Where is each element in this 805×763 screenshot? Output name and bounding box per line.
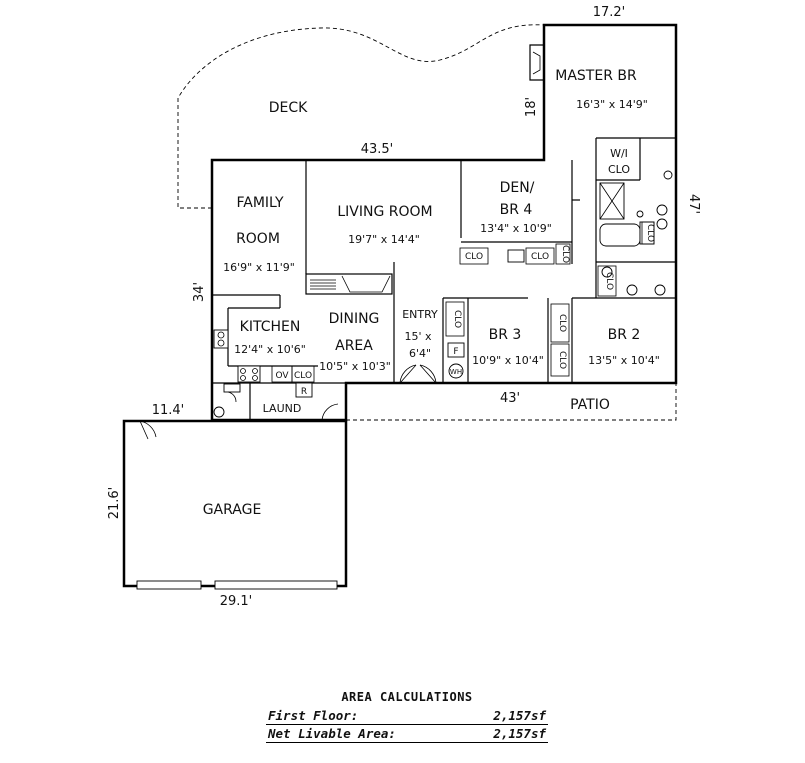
furnace-label: F: [453, 347, 458, 357]
room-size-den: 13'4" x 10'9": [480, 222, 552, 235]
kitchen-fixtures: [213, 329, 315, 398]
area-calculations: AREA CALCULATIONS First Floor: 2,157sf N…: [266, 690, 548, 743]
dimension-17-2: 17.2': [593, 5, 626, 20]
room-label-entry: ENTRY: [402, 308, 438, 321]
dimension-21-6: 21.6': [107, 487, 122, 520]
garage-door-right: [214, 580, 338, 590]
closet-boxes: [445, 221, 655, 377]
room-label-br3: BR 3: [489, 327, 522, 343]
room-label-patio: PATIO: [570, 397, 610, 413]
closet-label-den-3: CLO: [560, 245, 570, 263]
master-bath-fixtures: [599, 170, 673, 296]
area-row-value: 2,157sf: [493, 708, 546, 723]
deck-outline: [177, 24, 545, 209]
dimension-43-5: 43.5': [361, 142, 394, 157]
entry-doors: [399, 363, 464, 384]
room-label-br2: BR 2: [608, 327, 641, 343]
room-size-entry-2: 6'4": [409, 347, 431, 360]
dimension-43: 43': [500, 391, 520, 406]
wic-label-2: CLO: [608, 163, 630, 176]
room-size-master: 16'3" x 14'9": [576, 98, 648, 111]
room-label-family-1: FAMILY: [236, 195, 283, 211]
room-size-kitchen: 12'4" x 10'6": [234, 343, 306, 356]
dimension-47: 47': [686, 194, 701, 214]
dimension-29-1: 29.1': [220, 594, 253, 609]
closet-label-bath: CLO: [604, 272, 614, 290]
area-row-label: Net Livable Area:: [268, 726, 396, 741]
room-size-living: 19'7" x 14'4": [348, 233, 420, 246]
interior-walls: [212, 137, 676, 420]
room-label-master: MASTER BR: [555, 68, 637, 84]
room-label-kitchen: KITCHEN: [240, 319, 301, 335]
area-calculations-title: AREA CALCULATIONS: [341, 690, 473, 704]
room-label-den-1: DEN/: [500, 180, 535, 196]
garage-wall: [122, 419, 348, 588]
fireplace-master: [529, 44, 545, 81]
closet-label-kitchen: CLO: [294, 371, 312, 381]
dimension-18: 18': [524, 97, 539, 117]
closet-label-den-2: CLO: [531, 252, 549, 262]
closet-label-entry: CLO: [452, 310, 462, 328]
room-size-br3: 10'9" x 10'4": [472, 354, 544, 367]
closet-label-br2: CLO: [557, 351, 567, 369]
garage-door-swing: [139, 420, 157, 440]
room-label-den-2: BR 4: [500, 202, 533, 218]
dimension-34: 34': [192, 282, 207, 302]
closet-label-linen: CLO: [645, 224, 655, 242]
area-row-net-livable: Net Livable Area: 2,157sf: [266, 725, 548, 743]
room-label-dining-2: AREA: [335, 338, 373, 354]
room-label-living: LIVING ROOM: [337, 204, 432, 220]
room-size-entry-1: 15' x: [404, 330, 432, 343]
patio-outline: [346, 383, 677, 421]
laundry-fixtures: [213, 383, 339, 421]
water-heater-label: WH: [450, 368, 462, 376]
closet-label-br3: CLO: [557, 314, 567, 332]
room-size-br2: 13'5" x 10'4": [588, 354, 660, 367]
room-label-family-2: ROOM: [236, 231, 280, 247]
room-size-dining: 10'5" x 10'3": [319, 360, 391, 373]
fireplace-living: [305, 273, 393, 295]
room-label-garage: GARAGE: [203, 502, 262, 518]
garage-door-left: [136, 580, 202, 590]
area-row-value: 2,157sf: [493, 726, 546, 741]
room-label-deck: DECK: [269, 100, 308, 116]
room-label-dining-1: DINING: [329, 311, 380, 327]
room-label-laund: LAUND: [263, 402, 302, 415]
closet-label-den-1: CLO: [465, 252, 483, 262]
oven-label: OV: [275, 371, 289, 381]
dimension-11-4: 11.4': [152, 403, 185, 418]
refrigerator-label: R: [301, 387, 307, 397]
area-row-label: First Floor:: [268, 708, 359, 723]
area-row-first-floor: First Floor: 2,157sf: [266, 707, 548, 725]
wic-label-1: W/I: [610, 147, 628, 160]
room-size-family: 16'9" x 11'9": [223, 261, 295, 274]
